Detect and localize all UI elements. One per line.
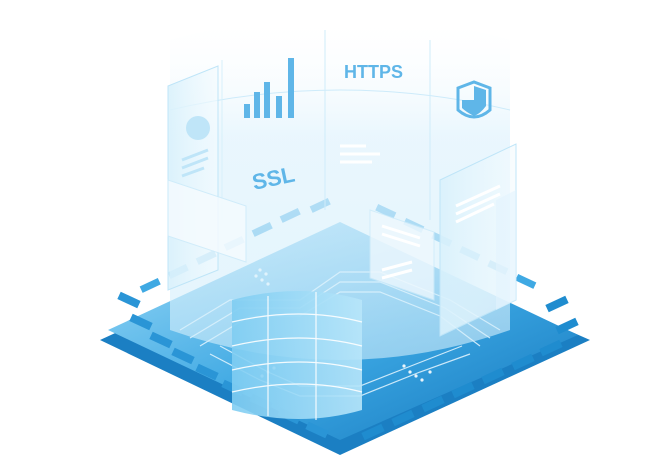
pie-profile-icon bbox=[167, 65, 247, 291]
https-label: HTTPS bbox=[344, 62, 403, 82]
document-list-icon bbox=[340, 144, 380, 164]
bar-chart-icon bbox=[244, 58, 294, 118]
glass-panel bbox=[496, 190, 516, 310]
server-database-icon bbox=[231, 291, 363, 420]
shield-icon bbox=[456, 80, 492, 119]
